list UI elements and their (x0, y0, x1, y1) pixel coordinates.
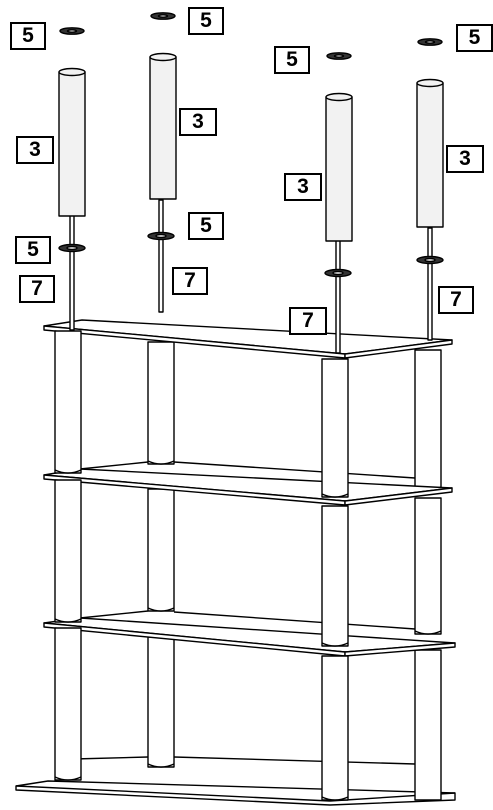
upper-posts (58, 52, 444, 242)
part-label-rod: 7 (172, 267, 208, 295)
part-label-cap: 5 (15, 236, 51, 264)
part-label-post: 3 (284, 173, 322, 201)
part-label-post: 3 (16, 136, 54, 164)
part-label-post: 3 (446, 145, 484, 173)
rod-washers (58, 231, 444, 278)
top-cap-washers (59, 12, 443, 60)
bottom-base-frame (15, 756, 456, 806)
back-left-posts (147, 341, 175, 768)
shelf-lower (43, 610, 456, 657)
part-label-rod: 7 (19, 275, 55, 303)
part-label-cap: 5 (456, 24, 493, 52)
part-label-cap: 5 (188, 7, 224, 35)
front-posts-level-3 (54, 627, 349, 801)
part-label-cap: 5 (10, 22, 46, 50)
shelf-middle (43, 461, 453, 506)
front-posts-level-2 (54, 479, 349, 647)
part-label-rod: 7 (438, 286, 474, 314)
part-label-rod: 7 (289, 307, 327, 335)
back-right-posts (414, 349, 442, 801)
shelf-top (43, 319, 453, 359)
part-label-cap: 5 (188, 212, 224, 240)
part-label-post: 3 (179, 108, 217, 136)
front-posts-level-1 (54, 330, 349, 498)
part-label-cap: 5 (274, 46, 310, 74)
